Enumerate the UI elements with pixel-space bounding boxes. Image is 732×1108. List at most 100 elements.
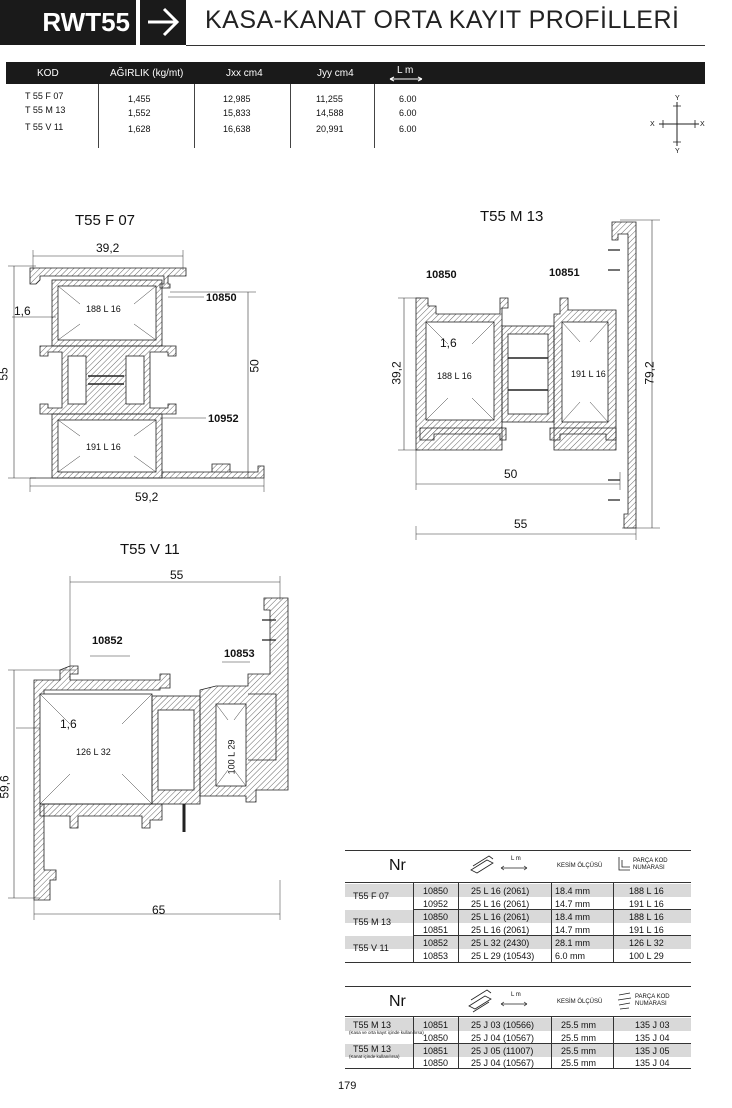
cut1-profile: 25 L 16 (2061): [471, 886, 530, 896]
corner-key-part-icon: [617, 992, 632, 1010]
dim-f07-left: 55: [0, 367, 11, 381]
cut1-profile: 25 L 29 (10543): [471, 951, 535, 961]
arrow-right-icon: [136, 0, 186, 45]
spec-jxx: 16,638: [223, 124, 251, 134]
cut1-nr: 10851: [423, 925, 449, 935]
dim-v11-wall: 1,6: [60, 717, 77, 731]
cut2-nr: 10850: [423, 1033, 449, 1043]
axis-x-left: X: [650, 121, 655, 128]
cut2-nr: 10851: [423, 1046, 449, 1056]
page-title: KASA-KANAT ORTA KAYIT PROFİLLERİ: [205, 6, 680, 34]
cut2-cut: 25.5 mm: [561, 1033, 597, 1043]
cut2-group-note: (Kanat içinde kullanılırsa): [349, 1054, 400, 1059]
cut2-profile: 25 J 03 (10566): [471, 1020, 535, 1030]
col-jyy: Jyy cm4: [317, 68, 354, 79]
chamber-f07-bottom: 191 L 16: [86, 442, 121, 452]
cut2-part: 135 J 04: [635, 1033, 670, 1043]
spec-jxx: 15,833: [223, 108, 251, 118]
cut1-cut: 18.4 mm: [555, 912, 591, 922]
corner-piece-icon: [618, 857, 630, 871]
dim-f07-bottom: 59,2: [135, 490, 159, 504]
cut-table-2: Nr L m KESİM ÖLÇÜSÜ PARÇA KOD NUMARASI T…: [345, 986, 691, 1069]
cut2-group: T55 M 13: [353, 1020, 392, 1030]
dim-v11-top: 55: [170, 568, 184, 582]
cut1-nr-header: Nr: [389, 857, 406, 874]
cut1-part: 188 L 16: [629, 886, 664, 896]
cut2-part: 135 J 05: [635, 1046, 670, 1056]
spec-jyy: 20,991: [316, 124, 344, 134]
cut2-part-header: PARÇA KOD NUMARASI: [635, 994, 670, 1007]
part-v11-right: 10853: [224, 648, 255, 660]
spec-jyy: 14,588: [316, 108, 344, 118]
cut1-lm: L m: [511, 856, 521, 862]
dim-m13-left: 39,2: [389, 361, 404, 385]
cut1-part-header: PARÇA KOD NUMARASI: [633, 858, 668, 871]
cut1-profile: 25 L 16 (2061): [471, 899, 530, 909]
axis-x-right: X: [700, 121, 705, 128]
profile-drawing-m13: [398, 219, 660, 540]
col-kod: KOD: [37, 68, 59, 79]
profile-drawing-v11: [8, 576, 289, 920]
part-m13-left: 10850: [426, 269, 457, 281]
col-jxx: Jxx cm4: [226, 68, 263, 79]
spec-divider: [194, 84, 195, 148]
part-v11-left: 10852: [92, 635, 123, 647]
cut1-part: 191 L 16: [629, 925, 664, 935]
cut1-part: 191 L 16: [629, 899, 664, 909]
spec-table-header: KOD AĞIRLIK (kg/mt) Jxx cm4 Jyy cm4 L m: [6, 62, 705, 84]
header-underline: [186, 45, 705, 46]
cut1-cut: 6.0 mm: [555, 951, 586, 961]
dim-m13-wall: 1,6: [440, 336, 457, 350]
col-weight: AĞIRLIK (kg/mt): [110, 68, 184, 79]
cut1-nr: 10853: [423, 951, 449, 961]
spec-code: T 55 M 13: [25, 105, 66, 115]
dim-f07-right: 50: [247, 359, 262, 373]
chamber-f07-top: 188 L 16: [86, 304, 121, 314]
cut1-part: 100 L 29: [629, 951, 664, 961]
cut1-nr: 10850: [423, 912, 449, 922]
double-arrow-icon: [500, 1001, 528, 1007]
cut2-profile: 25 J 05 (11007): [471, 1046, 534, 1056]
dim-m13-mid: 50: [504, 467, 518, 481]
cut2-lm: L m: [511, 992, 521, 998]
spec-jxx: 12,985: [223, 94, 251, 104]
corner-key-icon: [468, 989, 492, 1013]
spec-code: T 55 V 11: [25, 122, 64, 132]
chamber-m13-left: 188 L 16: [437, 371, 472, 381]
profile-drawing-f07: [8, 250, 265, 492]
cut2-profile: 25 J 04 (10567): [471, 1058, 535, 1068]
spec-jyy: 11,255: [316, 94, 343, 104]
cut1-profile: 25 L 16 (2061): [471, 912, 530, 922]
col-length: L m: [397, 65, 414, 76]
spec-code: T 55 F 07: [25, 91, 64, 101]
cut1-group: T55 M 13: [353, 917, 392, 927]
spec-length: 6.00: [399, 124, 417, 134]
dim-m13-bottom: 55: [514, 517, 528, 531]
cut1-cut-header: KESİM ÖLÇÜSÜ: [557, 863, 603, 869]
cut1-profile: 25 L 16 (2061): [471, 925, 530, 935]
profile-bar-icon: [470, 855, 494, 874]
chamber-v11-right: 100 L 29: [226, 739, 237, 775]
cut2-nr-header: Nr: [389, 993, 406, 1010]
spec-length: 6.00: [399, 108, 417, 118]
cut1-nr: 10850: [423, 886, 449, 896]
page-number: 179: [338, 1080, 357, 1092]
cut2-part: 135 J 04: [635, 1058, 670, 1068]
dim-m13-right: 79,2: [642, 361, 657, 385]
double-arrow-icon: [500, 865, 528, 871]
cut2-cut: 25.5 mm: [561, 1046, 597, 1056]
profile-title-f07: T55 F 07: [75, 212, 136, 229]
axis-cross-icon: [659, 102, 699, 146]
spec-weight: 1,552: [128, 108, 151, 118]
dim-f07-top: 39,2: [96, 241, 120, 255]
profile-title-m13: T55 M 13: [480, 208, 544, 225]
cut1-cut: 14.7 mm: [555, 899, 591, 909]
spec-length: 6.00: [399, 94, 417, 104]
cut1-group: T55 V 11: [353, 943, 389, 953]
cut1-profile: 25 L 32 (2430): [471, 938, 530, 948]
cut2-nr: 10850: [423, 1058, 449, 1068]
dim-v11-left: 59,6: [0, 775, 12, 799]
spec-weight: 1,455: [128, 94, 151, 104]
double-arrow-icon: [389, 76, 423, 82]
cut-table-1: Nr L m KESİM ÖLÇÜSÜ PARÇA KOD NUMARASI T…: [345, 850, 691, 966]
